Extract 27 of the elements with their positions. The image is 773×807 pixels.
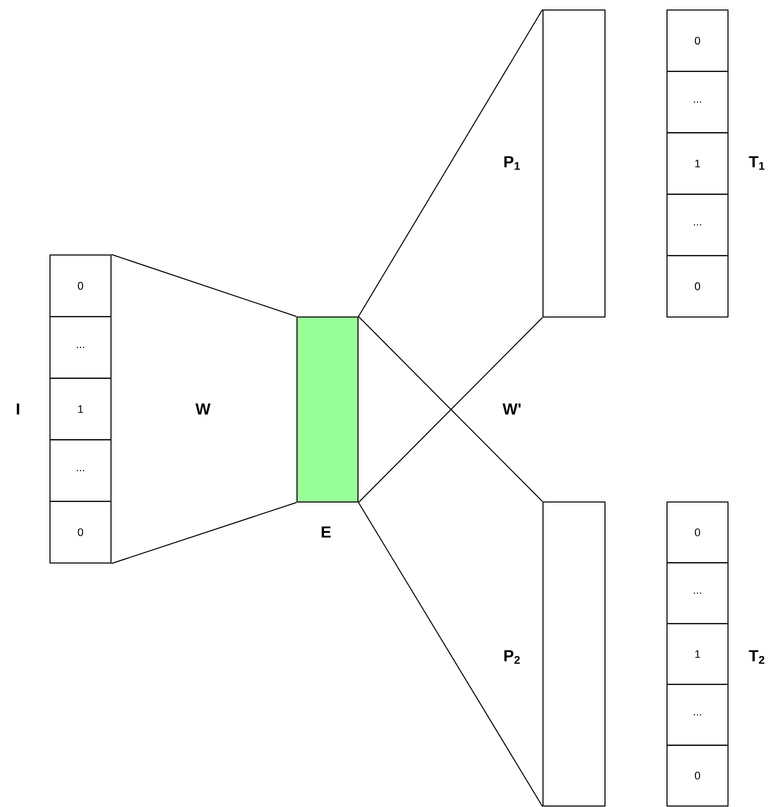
table-cell: 0 <box>666 502 728 564</box>
connector-line <box>111 502 297 564</box>
table-cell: 0 <box>50 500 112 564</box>
table-cell: 1 <box>666 623 728 685</box>
node-label: T$_{1}$ <box>748 156 764 170</box>
table-cell: ... <box>666 684 728 746</box>
weight-label: W' <box>502 404 521 414</box>
table-cell: 0 <box>666 255 728 318</box>
table-cell: ... <box>666 194 728 256</box>
node-label: T$_{2}$ <box>748 650 764 664</box>
table-cell: ... <box>50 316 112 379</box>
table-cell: 0 <box>666 10 728 72</box>
table-cell: ... <box>666 562 728 624</box>
connector-line <box>358 502 543 807</box>
table-cell: ... <box>666 70 728 134</box>
table-cell: ... <box>50 439 112 502</box>
table-cell: 0 <box>666 744 728 806</box>
node-label: P$_{2}$ <box>504 650 520 664</box>
node-label: P$_{1}$ <box>504 156 520 170</box>
weight-label: W <box>195 404 211 414</box>
table-cell: 1 <box>666 132 728 195</box>
connector-line <box>111 254 297 317</box>
node-label: E <box>322 526 331 538</box>
table-cell: 0 <box>50 254 112 318</box>
table-cell: 1 <box>50 378 112 440</box>
connector-line <box>358 9 543 317</box>
node-label: I <box>16 404 20 414</box>
